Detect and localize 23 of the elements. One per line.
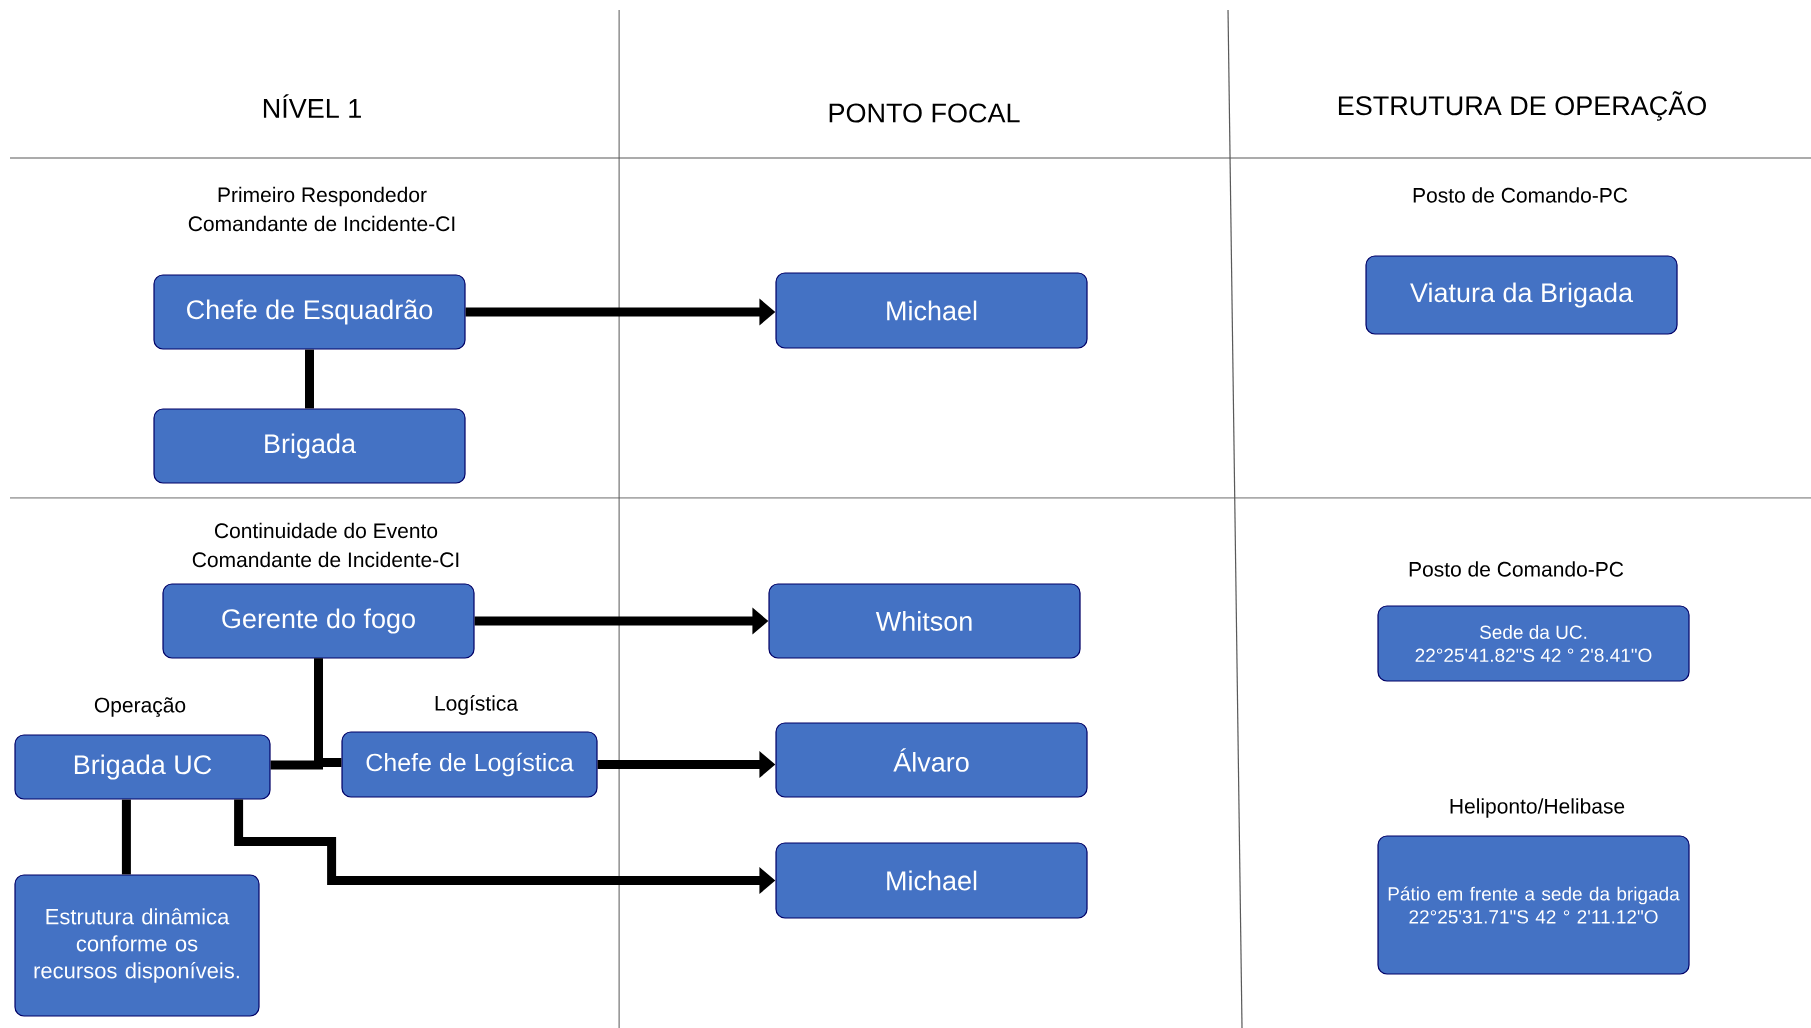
heading-text: Logística [435,695,519,715]
process-box: Michael [775,272,1088,349]
heading-text: Operação [94,697,186,717]
process-box: Michael [775,842,1088,919]
process-box: Brigada UC [14,734,271,800]
column-header: NÍVEL 1 [263,94,361,118]
process-box: Chefe de Logística [341,731,598,798]
process-box: Estrutura dinâmica conforme os recursos disponíveis. [14,874,260,1017]
process-box: Whitson [768,583,1081,659]
heading-text: Heliponto/Helibase [1450,798,1625,818]
heading-text: Posto de Comando-PC [1413,187,1628,203]
heading-text: Primeiro Respondedor Comandante de Incidente-CI [188,186,455,232]
process-box: Gerente do fogo [162,583,475,659]
heading-text: Posto de Comando-PC [1409,561,1624,577]
process-box: Brigada [153,408,466,484]
process-box: Sede da UC. 22°25'41.82"S 42 ° 2'8.41"O [1377,605,1690,682]
process-box: Viatura da Brigada [1365,255,1678,335]
heading-text: Continuidade do Evento Comandante de Incidente-CI [192,522,459,568]
process-box: Pátio em frente a sede da brigada 22°25'31.71"S 42 ° 2'11.12"O [1377,835,1690,975]
column-header: ESTRUTURA DE OPERAÇÃO [1338,91,1706,121]
column-header: PONTO FOCAL [829,103,1020,123]
process-box: Chefe de Esquadrão [153,274,466,350]
process-box: Álvaro [775,722,1088,798]
